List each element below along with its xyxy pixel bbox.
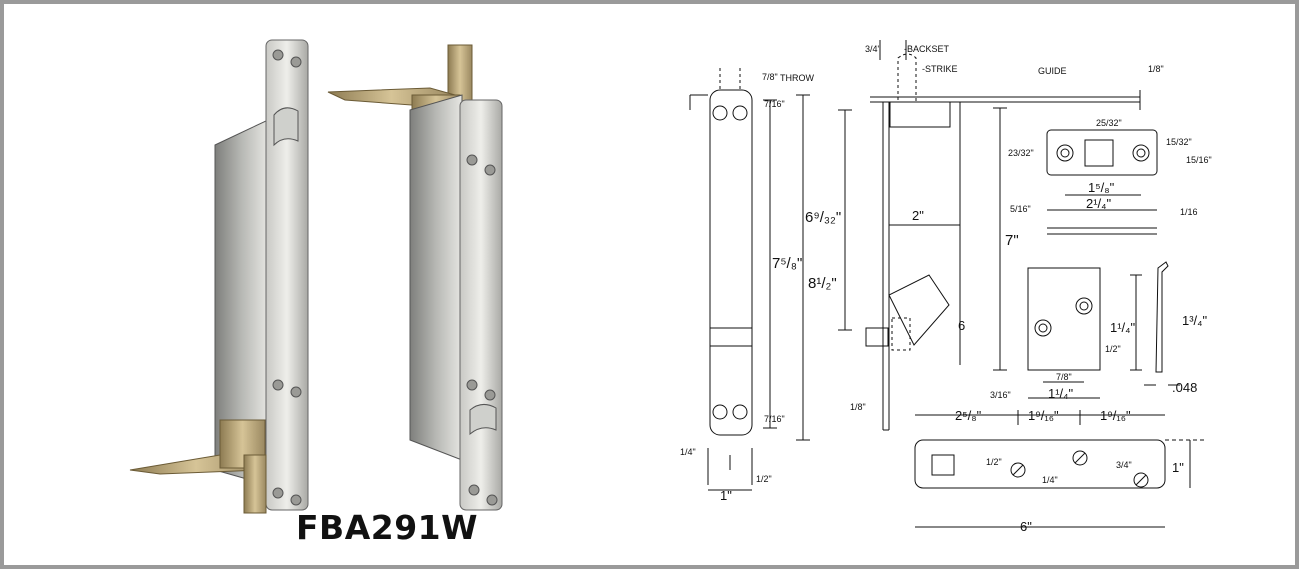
bar-2-5-8: 2⁵/₈"	[955, 408, 982, 423]
throw-dim: 7/8"	[762, 72, 778, 82]
strike-23-32: 23/32"	[1008, 148, 1034, 158]
strike-plate	[1046, 129, 1158, 235]
keeper-1-2: 1/2"	[1105, 344, 1121, 354]
length-6-9-32: 6⁹/₃₂"	[805, 209, 841, 226]
dim-eighth: 1/8"	[850, 402, 866, 412]
keeper-7-8: 7/8"	[1056, 372, 1072, 382]
dim-one: 1"	[720, 488, 732, 503]
side-view	[838, 40, 1141, 431]
throw-label: THROW	[780, 73, 814, 83]
guide-bar	[914, 410, 1205, 528]
dim-half: 1/2"	[756, 474, 772, 484]
bar-1: 1"	[1172, 460, 1184, 475]
flush-bolt-right	[327, 44, 503, 511]
bar-6: 6"	[1020, 519, 1032, 534]
front-view	[689, 68, 810, 491]
strike-2-1-4: 2¹/₄"	[1086, 196, 1111, 211]
strike-label: -STRIKE	[922, 64, 958, 74]
guide-thickness: 1/8"	[1148, 64, 1164, 74]
flush-bolt-left	[129, 39, 309, 514]
strike-15-32: 15/32"	[1166, 137, 1192, 147]
strike-25-32: 25/32"	[1096, 118, 1122, 128]
backset-dim: 3/4"	[865, 44, 881, 54]
technical-drawing: 7/8" THROW 7/16" 7/16" 7⁵/₈" 8¹/₂" 1/4" …	[680, 40, 1212, 534]
strike-1-5-8: 1⁵/₈"	[1088, 180, 1115, 195]
keeper-3-16: 3/16"	[990, 390, 1011, 400]
keeper-1-3-4: 1³/₄"	[1182, 313, 1207, 328]
model-number: FBA291W	[296, 508, 479, 547]
top-hole-dim: 7/16"	[764, 99, 785, 109]
strike-15-16: 15/16"	[1186, 155, 1212, 165]
keeper-plate	[1027, 261, 1180, 399]
guide-label: GUIDE	[1038, 66, 1067, 76]
keeper-1-1-4: 1¹/₄"	[1110, 320, 1135, 335]
product-photo	[129, 39, 503, 514]
width-2: 2"	[912, 208, 924, 223]
strike-5-16: 5/16"	[1010, 204, 1031, 214]
dim-quarter: 1/4"	[680, 447, 696, 457]
thickness-048: .048	[1172, 380, 1197, 395]
bar-1-2: 1/2"	[986, 457, 1002, 467]
bar-1-9-16a: 1⁹/₁₆"	[1028, 408, 1059, 423]
bar-1-4: 1/4"	[1042, 475, 1058, 485]
length-7-5-8: 7⁵/₈"	[772, 255, 802, 272]
length-8-1-2: 8¹/₂"	[808, 275, 837, 292]
bottom-hole-dim: 7/16"	[764, 414, 785, 424]
bar-3-4: 3/4"	[1116, 460, 1132, 470]
length-7: 7"	[1005, 232, 1019, 249]
strike-1-16: 1/16	[1180, 207, 1198, 217]
keeper-1-1-4b: 1¹/₄"	[1048, 386, 1073, 401]
bar-1-9-16b: 1⁹/₁₆"	[1100, 408, 1131, 423]
backset-label: -BACKSET	[904, 44, 950, 54]
number-6: 6	[958, 318, 965, 333]
